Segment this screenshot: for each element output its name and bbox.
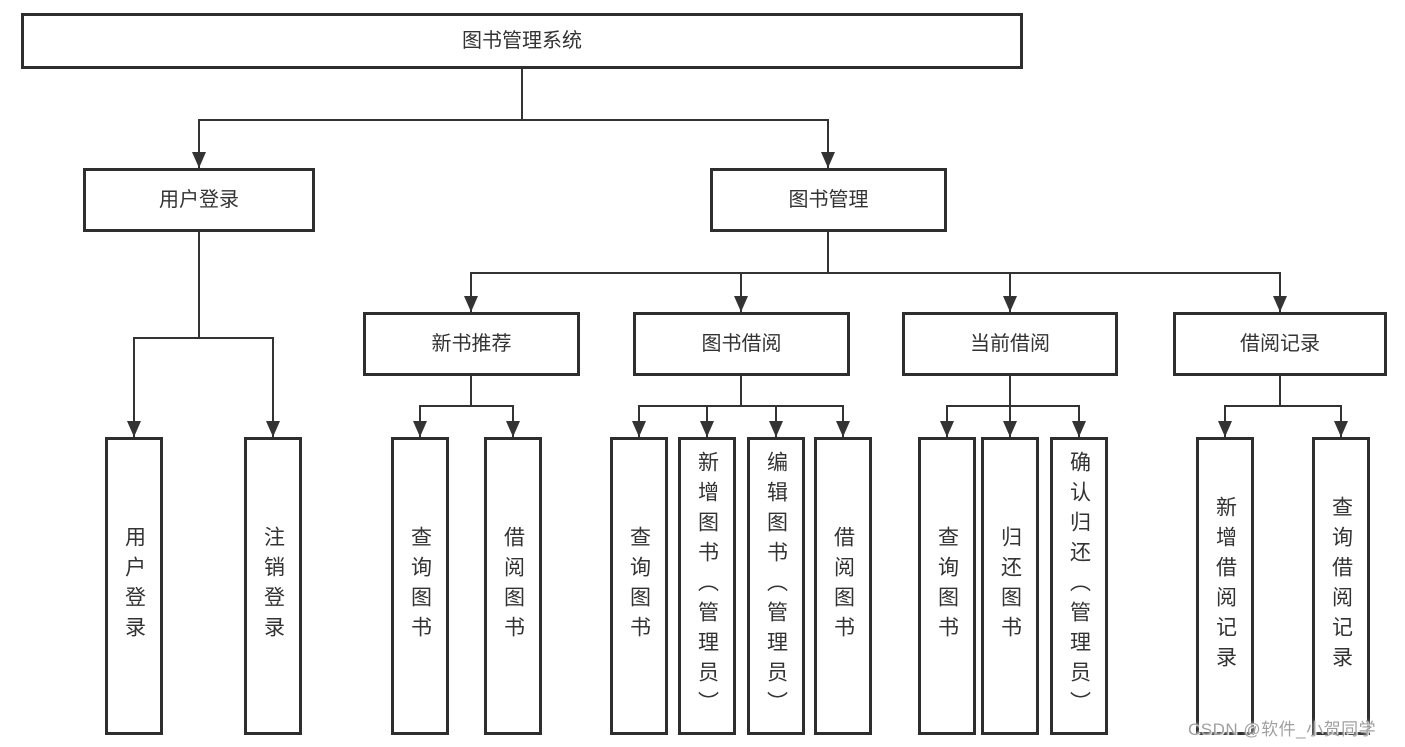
connector-vline — [1009, 272, 1011, 312]
leaf-label: 归还图书 — [998, 526, 1022, 646]
connector-vline — [133, 337, 135, 437]
node-leaf-recommend-query-books: 查询图书 — [391, 437, 449, 735]
arrow-down-icon — [192, 152, 206, 168]
leaf-label: 借阅图书 — [501, 526, 525, 646]
leaf-label: 查询图书 — [627, 526, 651, 646]
connector-vline — [827, 232, 829, 274]
node-borrowing-records: 借阅记录 — [1173, 312, 1387, 376]
node-leaf-borrow-books: 借阅图书 — [814, 437, 872, 735]
connector-vline — [272, 337, 274, 437]
arrow-down-icon — [734, 296, 748, 312]
leaf-label: 用户登录 — [122, 526, 146, 646]
node-leaf-recommend-borrow-books: 借阅图书 — [484, 437, 542, 735]
node-book-borrowing: 图书借阅 — [633, 312, 850, 376]
arrow-down-icon — [266, 421, 280, 437]
leaf-label: 借阅图书 — [831, 526, 855, 646]
leaf-label: 查询图书 — [935, 526, 959, 646]
node-leaf-logout: 注销登录 — [244, 437, 302, 735]
arrow-down-icon — [632, 421, 646, 437]
connector-hline — [638, 405, 844, 407]
arrow-down-icon — [127, 421, 141, 437]
node-new-book-recommendation: 新书推荐 — [363, 312, 580, 376]
leaf-label: 新增图书（管理员） — [695, 451, 719, 721]
connector-hline — [198, 119, 829, 121]
arrow-down-icon — [1003, 296, 1017, 312]
node-leaf-add-borrow-record: 新增借阅记录 — [1196, 437, 1254, 735]
node-user-login-branch: 用户登录 — [83, 168, 315, 232]
node-current-borrowing: 当前借阅 — [902, 312, 1118, 376]
node-leaf-return-books: 归还图书 — [981, 437, 1039, 735]
leaf-label: 查询借阅记录 — [1329, 496, 1353, 676]
connector-hline — [419, 405, 514, 407]
arrow-down-icon — [836, 421, 850, 437]
arrow-down-icon — [1334, 421, 1348, 437]
connector-vline — [470, 376, 472, 407]
arrow-down-icon — [769, 421, 783, 437]
csdn-watermark: CSDN @软件_小贺同学 — [1188, 720, 1377, 739]
arrow-down-icon — [464, 296, 478, 312]
arrow-down-icon — [940, 421, 954, 437]
connector-vline — [521, 69, 523, 121]
leaf-label: 编辑图书（管理员） — [764, 451, 788, 721]
connector-vline — [198, 119, 200, 168]
arrow-down-icon — [506, 421, 520, 437]
arrow-down-icon — [700, 421, 714, 437]
node-leaf-confirm-return-admin: 确认归还（管理员） — [1050, 437, 1108, 735]
connector-vline — [1279, 376, 1281, 407]
arrow-down-icon — [1218, 421, 1232, 437]
node-library-management-system: 图书管理系统 — [21, 13, 1023, 69]
connector-hline — [946, 405, 1080, 407]
node-leaf-borrowing-query-books: 查询图书 — [610, 437, 668, 735]
node-book-management: 图书管理 — [710, 168, 947, 232]
connector-hline — [470, 272, 1281, 274]
connector-vline — [740, 272, 742, 312]
arrow-down-icon — [821, 152, 835, 168]
connector-hline — [133, 337, 274, 339]
connector-vline — [1279, 272, 1281, 312]
node-leaf-add-books-admin: 新增图书（管理员） — [678, 437, 736, 735]
arrow-down-icon — [1072, 421, 1086, 437]
node-leaf-edit-books-admin: 编辑图书（管理员） — [747, 437, 805, 735]
arrow-down-icon — [1273, 296, 1287, 312]
leaf-label: 确认归还（管理员） — [1067, 451, 1091, 721]
node-leaf-current-query-books: 查询图书 — [918, 437, 976, 735]
connector-vline — [1009, 376, 1011, 407]
leaf-label: 注销登录 — [261, 526, 285, 646]
connector-vline — [827, 119, 829, 168]
node-leaf-user-login: 用户登录 — [105, 437, 163, 735]
leaf-label: 查询图书 — [408, 526, 432, 646]
connector-vline — [198, 232, 200, 339]
node-leaf-query-borrow-record: 查询借阅记录 — [1312, 437, 1370, 735]
arrow-down-icon — [1003, 421, 1017, 437]
connector-vline — [740, 376, 742, 407]
connector-hline — [1224, 405, 1342, 407]
arrow-down-icon — [413, 421, 427, 437]
connector-vline — [470, 272, 472, 312]
leaf-label: 新增借阅记录 — [1213, 496, 1237, 676]
